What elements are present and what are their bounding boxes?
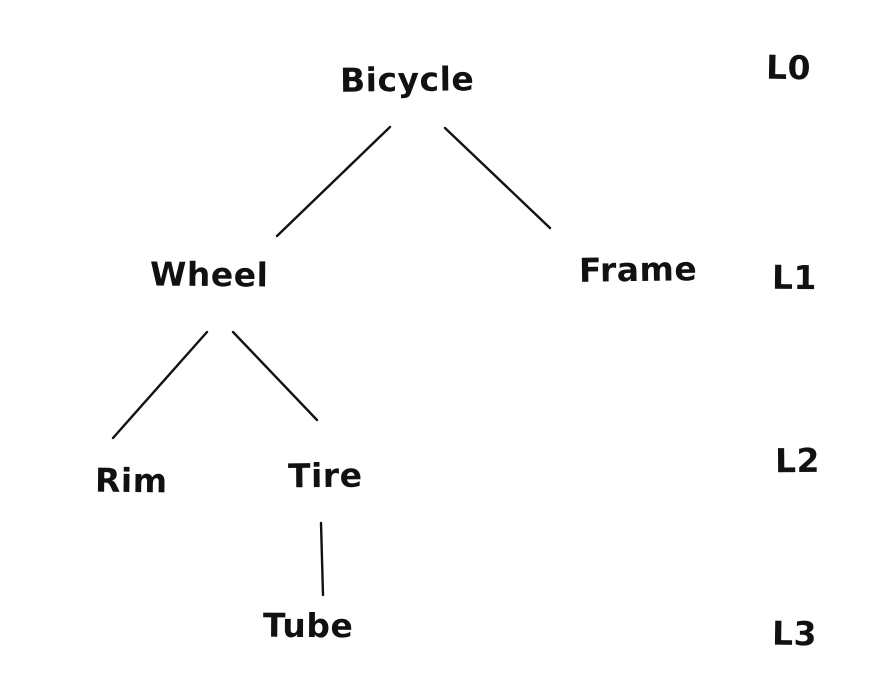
level-label-l1: L1 <box>771 257 818 298</box>
edge-wheel-rim <box>111 330 209 440</box>
edge-bicycle-frame <box>443 126 552 230</box>
edge-tire-tube <box>319 521 325 597</box>
node-frame: Frame <box>578 249 698 290</box>
node-rim: Rim <box>94 460 168 501</box>
node-tube: Tube <box>262 605 354 646</box>
level-label-l0: L0 <box>765 47 812 88</box>
node-wheel: Wheel <box>149 254 269 295</box>
node-bicycle: Bicycle <box>339 59 475 100</box>
edge-bicycle-wheel <box>275 125 392 238</box>
node-tire: Tire <box>287 455 363 496</box>
level-label-l3: L3 <box>771 613 818 654</box>
level-label-l2: L2 <box>774 440 821 481</box>
edge-wheel-tire <box>231 330 319 422</box>
